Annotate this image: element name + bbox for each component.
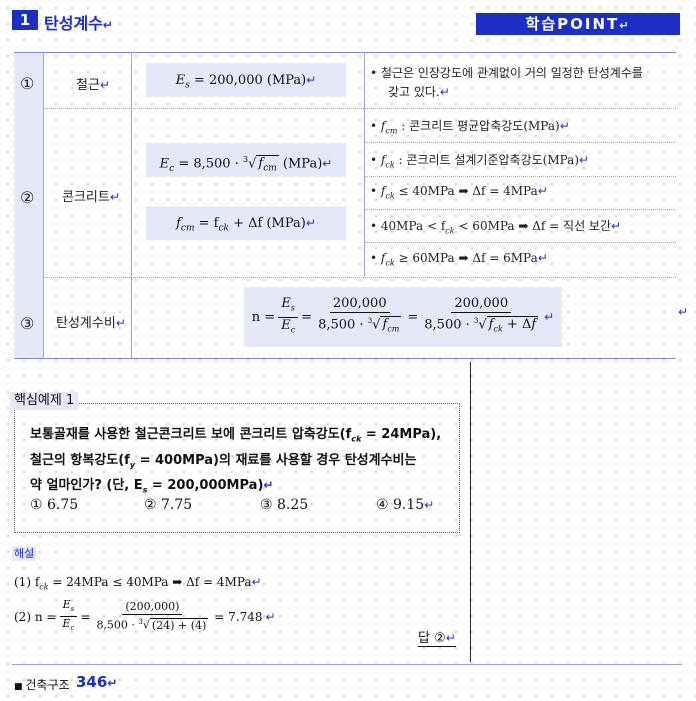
row-label-steel: 철근↵: [76, 78, 110, 93]
concrete-note-range3: • fck ≥ 60MPa ➡ Δf = 6MPa↵: [370, 251, 548, 268]
col-divider: [364, 52, 365, 277]
footer-section: ■ 건축구조: [14, 678, 70, 692]
answer-option[interactable]: ① 6.75: [30, 497, 79, 513]
column-rule: [470, 362, 471, 662]
table-bottom-border: [14, 358, 676, 359]
col-divider: [43, 52, 44, 358]
row-divider: [364, 142, 676, 143]
concrete-modulus-formula: Ec = 8,500 · 3√fcm (MPa)↵: [146, 143, 346, 177]
answer-option[interactable]: ④ 9.15↵: [376, 497, 435, 513]
row-divider: [364, 209, 676, 210]
page-number: 346↵: [76, 673, 118, 691]
example-label: 핵심예제 1: [10, 392, 79, 410]
row-number: ③: [20, 314, 35, 333]
answer-option[interactable]: ② 7.75: [144, 497, 193, 513]
steel-note: • 철근은 인장강도에 관계없이 거의 일정한 탄성계수를 갖고 있다.↵: [370, 66, 643, 99]
table-top-border: [14, 52, 676, 53]
concrete-note-fck: • fck : 콘크리트 설계기준압축강도(MPa)↵: [370, 153, 590, 170]
row-divider: [364, 242, 676, 243]
paragraph-mark: ↵: [678, 305, 689, 319]
row-number: ②: [20, 188, 35, 207]
row-label-modular-ratio: 탄성계수비↵: [56, 316, 126, 331]
row-divider: [14, 108, 676, 109]
solution-label: 해설: [12, 547, 37, 561]
mean-strength-formula: fcm = fck + Δf (MPa)↵: [146, 206, 346, 240]
answer: 답 ②↵: [418, 627, 456, 647]
point-banner: 학습POINT↵: [476, 13, 680, 35]
row-number: ①: [20, 74, 35, 93]
row-label-concrete: 콘크리트↵: [62, 190, 120, 205]
number-column-bg: [14, 53, 43, 358]
answer-option[interactable]: ③ 8.25: [260, 497, 309, 513]
section-title: 탄성계수↵: [44, 14, 113, 33]
example-box: [14, 403, 460, 533]
example-question: 보통골재를 사용한 철근콘크리트 보에 콘크리트 압축강도(fck = 24MP…: [30, 427, 442, 495]
section-number: 1: [12, 10, 38, 30]
footer-rule: [12, 664, 682, 665]
concrete-note-range1: • fck ≤ 40MPa ➡ Δf = 4MPa↵: [370, 184, 548, 201]
row-divider: [364, 176, 676, 177]
row-divider: [14, 277, 676, 278]
steel-formula: Es = 200,000 (MPa)↵: [146, 63, 346, 97]
col-divider: [131, 52, 132, 358]
concrete-note-fcm: • fcm : 콘크리트 평균압축강도(MPa)↵: [370, 119, 570, 136]
solution-step-1: (1) fck = 24MPa ≤ 40MPa ➡ Δf = 4MPa↵: [14, 575, 262, 592]
concrete-note-range2: • 40MPa < fck < 60MPa ➡ Δf = 직선 보간↵: [370, 219, 622, 236]
